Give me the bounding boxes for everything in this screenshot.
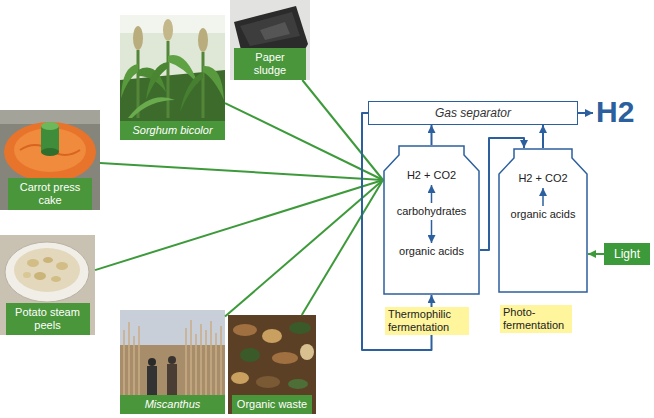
peels (14, 248, 80, 292)
paper-sludge-photo (230, 0, 310, 80)
feedstock-photo: Sorghum bicolor (120, 15, 225, 140)
feedstock-photo: Miscanthus (120, 310, 225, 414)
feedstock-photo: Potato steam peels (0, 235, 95, 335)
feedstock-line (302, 80, 383, 180)
feedstock-photo: Carrot press cake (0, 110, 100, 210)
connector-group (95, 80, 604, 350)
photo-sky (120, 310, 225, 414)
photo-ground (228, 315, 316, 414)
feedstock-label: Organic waste (232, 395, 312, 414)
vessel-outline (498, 148, 588, 293)
photo-ground (0, 235, 95, 335)
vessel-outline (383, 145, 480, 295)
dish (5, 242, 89, 302)
feedstock-photo: Paper sludge (230, 0, 310, 80)
peel (34, 272, 46, 280)
peel (43, 257, 53, 263)
seed-head (133, 26, 143, 50)
feedstock-label: Potato steam peels (6, 303, 90, 335)
leaf (146, 62, 168, 100)
photo-ground (230, 0, 310, 80)
waste-bit (300, 344, 314, 360)
seed-head (198, 28, 208, 52)
product-node: H2 (596, 97, 634, 127)
waste-bit (233, 324, 257, 336)
feedstock-line (225, 180, 383, 317)
miscanthus-photo (120, 310, 225, 414)
seed-head (163, 19, 173, 41)
photo-ground (120, 15, 225, 140)
process-name: Thermophilic fermentation (385, 307, 469, 335)
fermenter-vessel: H2 + CO2 carbohydrates organic acidsThermo… (383, 145, 480, 335)
light-source: Light (604, 243, 650, 265)
waste-bit (289, 322, 311, 334)
vessel-content: H2 + CO2 (383, 169, 480, 182)
peel (23, 272, 31, 278)
flow-arrow (431, 125, 433, 145)
peel (56, 262, 68, 270)
process-box: Gas separator (368, 101, 578, 125)
feedstock-label: Paper sludge (234, 48, 306, 80)
reaction-arrow (431, 185, 433, 203)
potato-photo (0, 235, 95, 335)
feedstock-line (302, 180, 383, 315)
waste-bit (256, 376, 280, 388)
leaf (128, 97, 175, 118)
waste-bit (288, 379, 308, 389)
carrot-photo (0, 110, 100, 210)
sludge-shine (260, 22, 290, 40)
waste-bit (240, 348, 260, 362)
sludge-face (240, 12, 300, 46)
grass-stalks (124, 320, 221, 395)
process-name: Photo-fermentation (500, 305, 572, 333)
organic-waste-photo (228, 315, 316, 414)
photo-ground (0, 110, 100, 210)
feedstock-label: Carrot press cake (8, 178, 92, 210)
feedstock-line (95, 180, 383, 270)
fermenter-vessel: H2 + CO2 organic acidsPhoto-fermentation (498, 148, 588, 333)
box-label: Gas separator (435, 106, 511, 120)
plant-stalk (138, 41, 203, 118)
press-core (41, 122, 59, 130)
vessel-content: carbohydrates (383, 205, 480, 218)
feedstock-line (100, 163, 383, 180)
sorghum-photo (120, 15, 225, 140)
waste-bit (262, 329, 282, 343)
peel (27, 259, 39, 267)
person (148, 358, 156, 366)
reaction-arrow (542, 188, 544, 206)
press-cake (4, 122, 96, 182)
plant-mass (120, 70, 225, 140)
feedstock-line (588, 253, 604, 255)
peel (51, 276, 61, 282)
light-label: Light (614, 247, 640, 261)
vessel-content: H2 + CO2 (498, 172, 588, 185)
leaf (180, 72, 203, 112)
grass-field (120, 345, 225, 414)
reaction-arrow (431, 220, 433, 243)
feedstock-label: Miscanthus (120, 395, 225, 414)
feedstock-line (225, 103, 383, 180)
person (147, 366, 157, 395)
leaf (203, 66, 224, 100)
person (167, 364, 177, 395)
vessel-shape (384, 146, 479, 294)
person (168, 356, 176, 364)
vessel-content: organic acids (498, 208, 588, 221)
waste-bit (231, 372, 249, 384)
vessel-shape (499, 149, 587, 292)
press-rim (0, 110, 100, 124)
feedstock-photo: Organic waste (228, 315, 316, 414)
waste-bit (272, 352, 298, 364)
product-label: H2 (596, 97, 634, 127)
vessel-content: organic acids (383, 245, 480, 258)
flow-arrow (578, 112, 593, 114)
feedstock-label: Sorghum bicolor (120, 121, 225, 140)
leaf (121, 64, 138, 98)
flow-arrow (542, 125, 544, 148)
press-core (41, 148, 59, 156)
